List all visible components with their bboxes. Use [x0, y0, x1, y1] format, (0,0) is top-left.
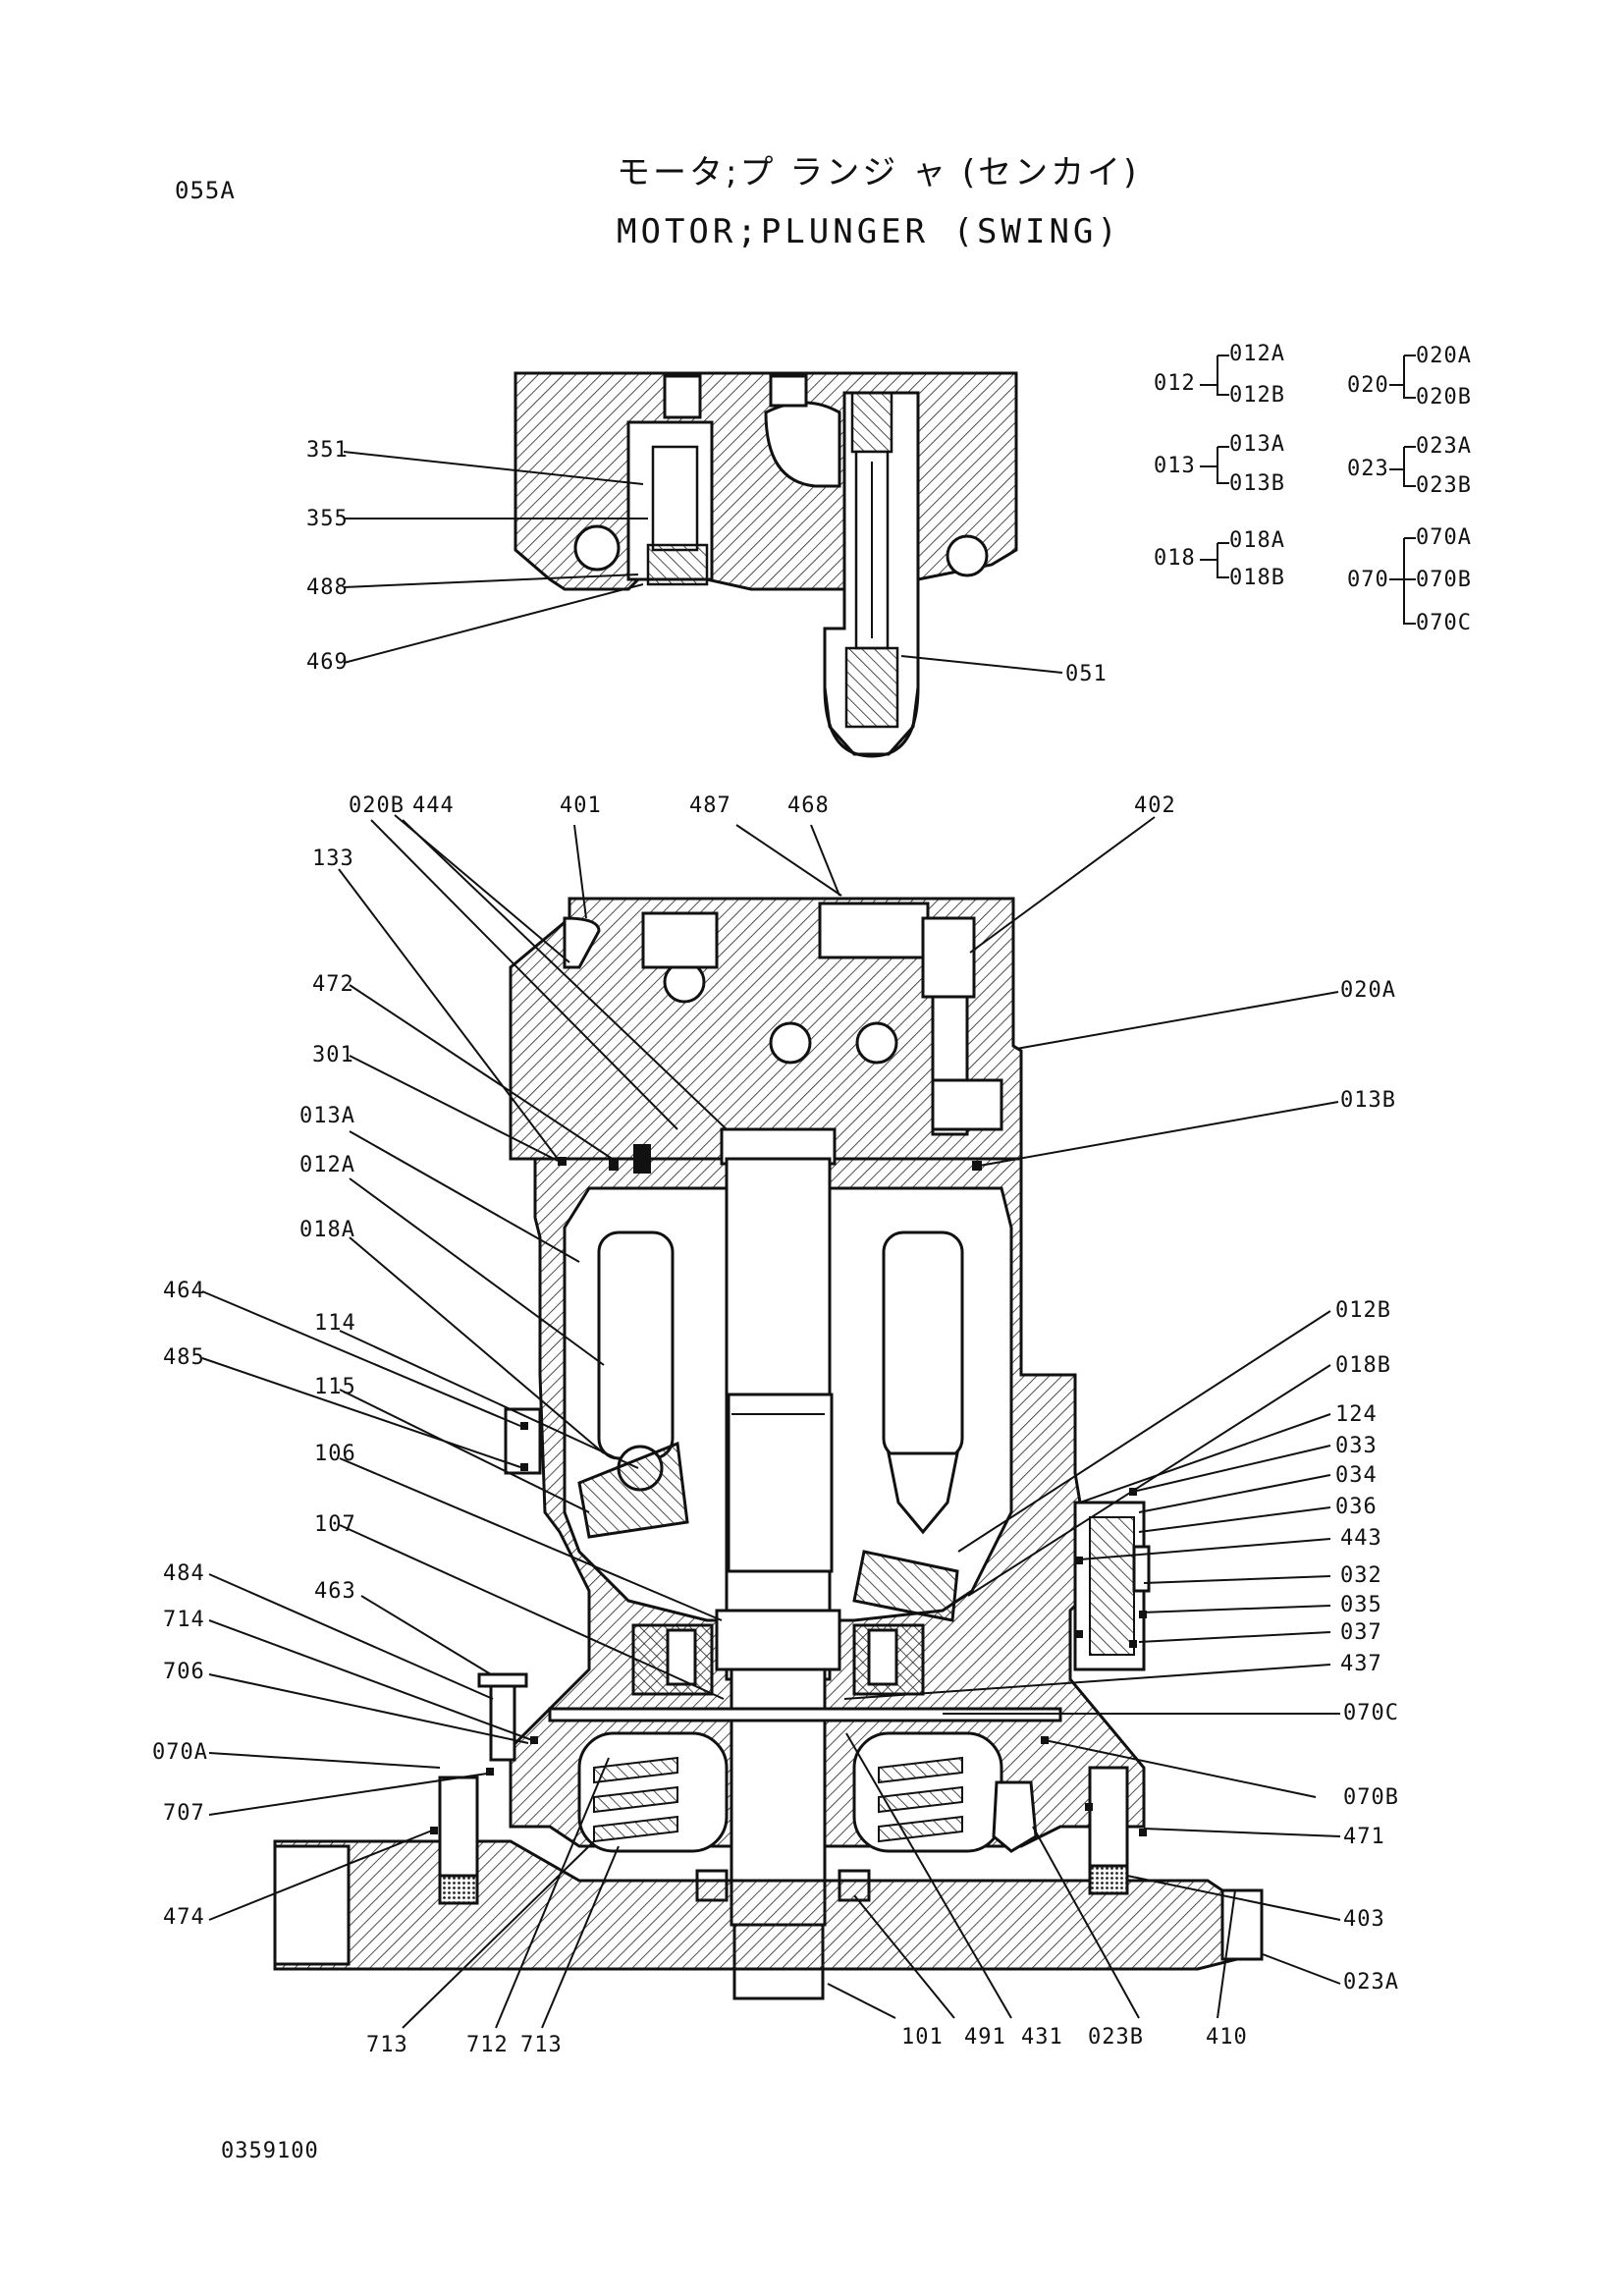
legend-parent-012: 012 [1154, 371, 1196, 396]
valve-block-detail [514, 371, 1018, 758]
callout-020a: 020A [1340, 978, 1396, 1003]
callout-012b: 012B [1335, 1298, 1391, 1323]
callout-023b: 023B [1088, 2025, 1144, 2050]
callout-133: 133 [312, 847, 354, 871]
callout-020b: 020B [349, 793, 405, 818]
drawing-number: 0359100 [221, 2139, 319, 2163]
title-english: MOTOR;PLUNGER (SWING) [617, 212, 1121, 251]
page-code: 055A [175, 177, 236, 204]
callout-484: 484 [163, 1561, 205, 1586]
callout-355: 355 [306, 507, 349, 531]
callout-070a: 070A [152, 1740, 208, 1765]
callout-036: 036 [1335, 1495, 1378, 1519]
callout-714: 714 [163, 1608, 205, 1632]
legend-parent-023: 023 [1347, 457, 1389, 481]
callout-037: 037 [1340, 1620, 1382, 1645]
callout-707: 707 [163, 1801, 205, 1826]
legend-child-070c: 070C [1416, 611, 1472, 635]
title-japanese: モータ;プ ランジ ャ (センカイ) [617, 153, 1140, 192]
callout-485: 485 [163, 1345, 205, 1370]
legend-child-023b: 023B [1416, 473, 1472, 498]
callout-351: 351 [306, 438, 349, 463]
leader-lines [201, 451, 1341, 2029]
callout-013b: 013B [1340, 1088, 1396, 1113]
callout-403: 403 [1343, 1907, 1385, 1932]
callout-070c: 070C [1343, 1701, 1399, 1725]
callout-018a: 018A [299, 1218, 355, 1242]
callout-472: 472 [312, 972, 354, 997]
callout-023a: 023A [1343, 1970, 1399, 1995]
callout-115: 115 [314, 1375, 356, 1399]
legend-parent-018: 018 [1154, 546, 1196, 571]
legend-child-020b: 020B [1416, 385, 1472, 410]
legend-child-018a: 018A [1229, 528, 1285, 553]
callout-463: 463 [314, 1579, 356, 1604]
callout-051: 051 [1065, 662, 1108, 686]
callout-101: 101 [901, 2025, 944, 2050]
legend-child-013b: 013B [1229, 471, 1285, 496]
callout-431: 431 [1021, 2025, 1063, 2050]
callout-124: 124 [1335, 1402, 1378, 1427]
callout-491: 491 [964, 2025, 1006, 2050]
legend-child-018b: 018B [1229, 566, 1285, 590]
callout-706: 706 [163, 1660, 205, 1684]
legend-child-020a: 020A [1416, 344, 1472, 368]
callout-070b: 070B [1343, 1785, 1399, 1810]
legend-brackets [1200, 355, 1416, 625]
callout-402: 402 [1134, 793, 1176, 818]
callout-471: 471 [1343, 1825, 1385, 1849]
callout-035: 035 [1340, 1593, 1382, 1617]
callout-443: 443 [1340, 1526, 1382, 1551]
callout-032: 032 [1340, 1563, 1382, 1588]
legend-parent-070: 070 [1347, 568, 1389, 592]
legend-child-012a: 012A [1229, 342, 1285, 366]
callout-013a: 013A [299, 1104, 355, 1128]
legend-child-012b: 012B [1229, 383, 1285, 408]
callout-114: 114 [314, 1311, 356, 1336]
callout-444: 444 [412, 793, 455, 818]
callout-464: 464 [163, 1279, 205, 1303]
callout-106: 106 [314, 1442, 356, 1466]
callout-474: 474 [163, 1905, 205, 1930]
callout-437: 437 [1340, 1652, 1382, 1676]
callout-301: 301 [312, 1043, 354, 1067]
callout-712: 712 [466, 2033, 509, 2057]
callout-012a: 012A [299, 1153, 355, 1177]
legend-child-070a: 070A [1416, 525, 1472, 550]
callout-713-right: 713 [520, 2033, 563, 2057]
callout-033: 033 [1335, 1434, 1378, 1458]
callout-469: 469 [306, 650, 349, 675]
callout-468: 468 [787, 793, 830, 818]
callout-034: 034 [1335, 1463, 1378, 1488]
legend-child-070b: 070B [1416, 568, 1472, 592]
callout-107: 107 [314, 1512, 356, 1537]
legend-parent-020: 020 [1347, 373, 1389, 398]
legend-child-023a: 023A [1416, 434, 1472, 459]
callout-487: 487 [689, 793, 731, 818]
legend-parent-013: 013 [1154, 454, 1196, 478]
legend-child-013a: 013A [1229, 432, 1285, 457]
callout-018b: 018B [1335, 1353, 1391, 1378]
callout-410: 410 [1206, 2025, 1248, 2050]
callout-713-left: 713 [366, 2033, 408, 2057]
callout-488: 488 [306, 575, 349, 600]
callout-401: 401 [560, 793, 602, 818]
